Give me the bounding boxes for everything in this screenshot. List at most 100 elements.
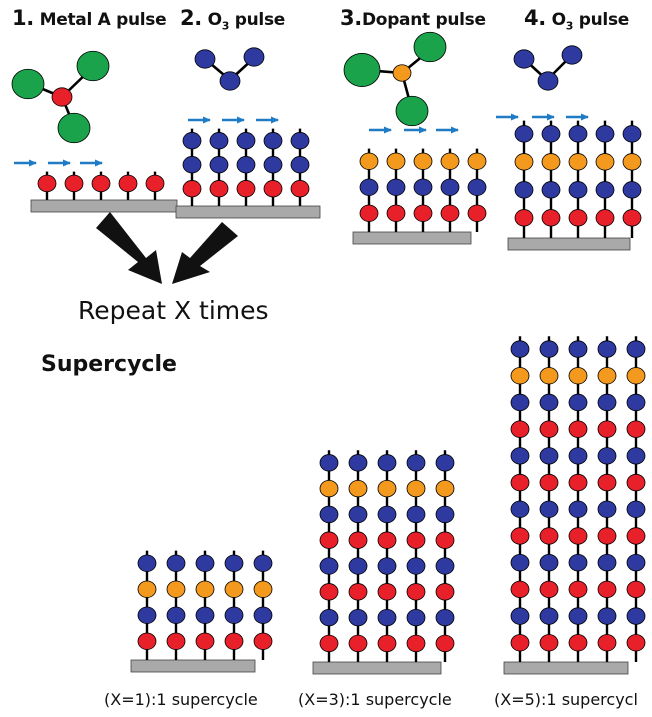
dopant-atom (568, 153, 588, 171)
oxygen-atom (377, 454, 397, 472)
oxygen-atom (377, 505, 397, 524)
oxygen-atom (539, 340, 559, 358)
oxygen-atom (253, 554, 273, 572)
dopant-atom (166, 580, 186, 598)
oxygen-atom (377, 557, 397, 575)
oxygen-atom (597, 607, 617, 625)
dopant-atom (253, 580, 273, 598)
oxygen-atom (597, 447, 617, 465)
metal-atom (348, 634, 368, 653)
metal-atom (377, 583, 397, 601)
oxygen-atom (595, 181, 615, 199)
metal-atom (348, 583, 368, 601)
substrate-slab (30, 199, 178, 213)
oxygen-atom (626, 340, 646, 358)
oxygen-atom (224, 554, 244, 572)
oxygen-atom (290, 156, 310, 174)
metal-atom (290, 180, 310, 198)
metal-atom (91, 174, 111, 193)
oxygen-atom (236, 132, 256, 150)
dopant-atom (386, 152, 406, 170)
metal-atom (319, 583, 339, 601)
dopant-atom (319, 479, 339, 498)
dopant-atom (541, 153, 561, 171)
metal-atom (568, 634, 588, 652)
oxygen-atom (440, 178, 460, 196)
dopant-atom (406, 479, 426, 498)
oxygen-atom (195, 606, 215, 624)
oxygen-atom (568, 340, 588, 358)
metal-atom (263, 180, 283, 198)
oxygen-atom (263, 156, 283, 174)
metal-atom (413, 204, 433, 222)
oxygen-atom (626, 553, 646, 572)
dopant-atom (597, 367, 617, 385)
oxygen-atom (539, 393, 559, 412)
metal-atom (568, 473, 588, 492)
dopant-atom (377, 479, 397, 498)
caption-x1: (X=1):1 supercycle (104, 690, 258, 709)
oxygen-atom (319, 557, 339, 575)
oxygen-atom (319, 505, 339, 524)
metal-atom (435, 634, 455, 653)
metal-atom (597, 527, 617, 545)
metal-atom (182, 180, 202, 198)
dopant-atom (195, 580, 215, 598)
metal-atom (626, 580, 646, 599)
oxygen-atom (510, 340, 530, 358)
metal-atom (626, 634, 646, 652)
dopant-atom (514, 153, 534, 171)
oxygen-atom (510, 607, 530, 625)
oxygen-atom (539, 500, 559, 518)
substrate-slab (352, 231, 472, 245)
oxygen-atom (435, 454, 455, 472)
oxygen-atom (137, 554, 157, 572)
metal-atom (319, 531, 339, 549)
oxygen-atom (539, 607, 559, 625)
step-2-label: 2. O3 pulse (180, 6, 286, 33)
dopant-atom (467, 152, 487, 170)
metal-atom (514, 209, 534, 227)
oxygen-atom (348, 557, 368, 575)
oxygen-atom (510, 447, 530, 465)
metal-atom (440, 204, 460, 222)
oxygen-atom (626, 607, 646, 625)
dopant-atom (348, 479, 368, 498)
oxygen-atom (435, 505, 455, 524)
metal-atom (510, 580, 530, 599)
metal-atom (64, 174, 84, 193)
metal-atom (568, 580, 588, 599)
oxygen-atom (568, 553, 588, 572)
oxygen-atom (597, 393, 617, 412)
oxygen-atom (568, 500, 588, 518)
ligand-atom (413, 31, 447, 63)
dopant-atom (413, 152, 433, 170)
dopant-atom (224, 580, 244, 598)
oxygen-atom (182, 156, 202, 174)
metal-atom (37, 174, 57, 193)
repeat-label: Repeat X times (78, 296, 269, 325)
oxygen-atom (541, 125, 561, 143)
dopant-atom (435, 479, 455, 498)
oxygen-atom (568, 393, 588, 412)
metal-atom (510, 527, 530, 545)
oxygen-atom (194, 49, 216, 69)
metal-atom (253, 632, 273, 650)
metal-atom (568, 527, 588, 545)
ligand-atom (343, 53, 381, 87)
substrate-slab (175, 205, 321, 219)
oxygen-atom (219, 71, 241, 91)
oxygen-atom (537, 71, 559, 91)
substrate-slab (312, 661, 442, 675)
substrate-slab (507, 237, 631, 251)
metal-atom (359, 204, 379, 222)
metal-atom (406, 531, 426, 549)
caption-x3: (X=3):1 supercycle (298, 690, 452, 709)
oxygen-atom (539, 447, 559, 465)
dopant-atom (568, 367, 588, 385)
oxygen-atom (290, 132, 310, 150)
oxygen-atom (568, 125, 588, 143)
metal-atom (435, 531, 455, 549)
metal-atom (435, 583, 455, 601)
